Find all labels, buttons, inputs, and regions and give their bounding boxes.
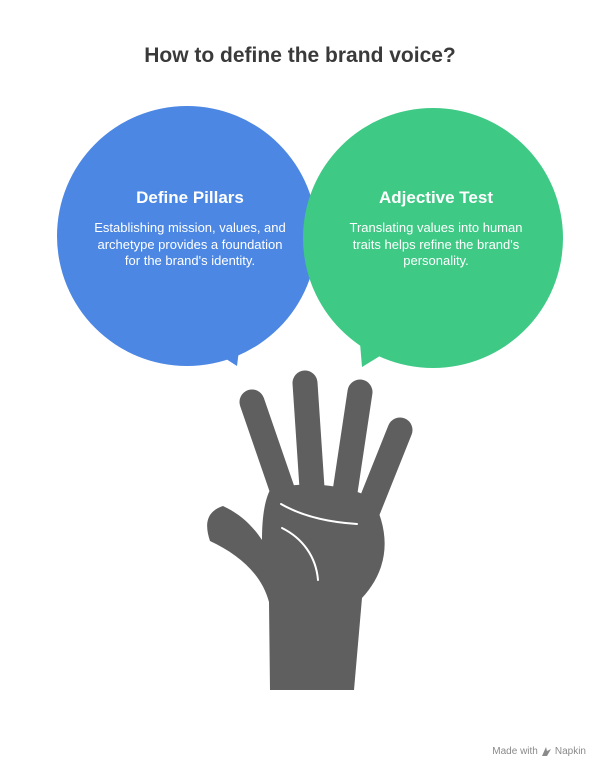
left-speech-bubble <box>57 106 317 366</box>
finger-index <box>239 389 296 505</box>
left-bubble-heading: Define Pillars <box>136 188 244 207</box>
palm-line-lower <box>281 527 319 581</box>
left-bubble-description: Establishing mission, values, and archet… <box>94 220 286 268</box>
left-bubble-circle <box>57 106 317 366</box>
finger-ring <box>332 379 373 505</box>
raised-hand-icon <box>207 370 413 690</box>
right-bubble-circle <box>303 108 563 368</box>
finger-middle <box>292 370 325 501</box>
hand-palm <box>207 484 385 690</box>
credit-brand: Napkin <box>554 746 586 757</box>
left-bubble-tail <box>212 342 240 366</box>
right-bubble-content: Adjective Test Translating values into h… <box>345 188 527 270</box>
right-bubble-heading: Adjective Test <box>378 188 493 207</box>
right-bubble-tail <box>360 343 388 367</box>
napkin-logo-icon <box>541 747 551 756</box>
page-title: How to define the brand voice? <box>144 44 456 67</box>
right-speech-bubble <box>303 108 563 368</box>
right-bubble-description: Translating values into human traits hel… <box>349 220 523 268</box>
credit-prefix: Made with <box>492 746 538 757</box>
palm-line-upper <box>280 503 358 525</box>
made-with-napkin-credit[interactable]: Made with Napkin <box>492 746 586 757</box>
left-bubble-content: Define Pillars Establishing mission, val… <box>90 188 290 270</box>
